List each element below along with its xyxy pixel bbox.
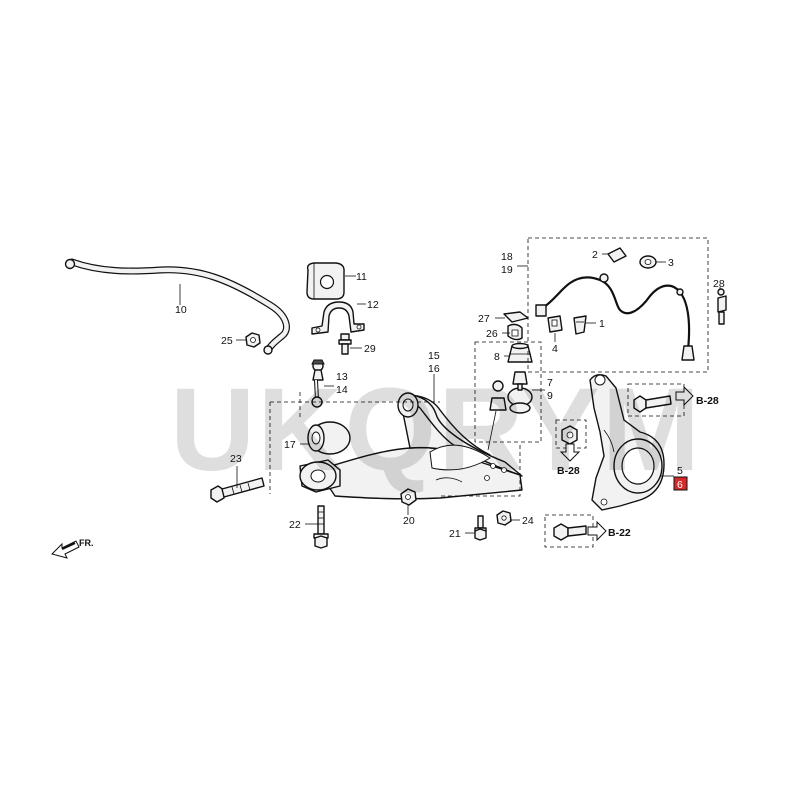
nut-25: [245, 332, 261, 348]
wheel-speed-sensor-28: [717, 288, 727, 325]
arm-bushing-large: [299, 459, 341, 493]
callout-11: 11: [356, 271, 367, 283]
nut-24: [496, 510, 512, 526]
ball-joint-detail-box: [474, 341, 542, 443]
callout-9: 9: [547, 390, 553, 402]
leader-lines: [179, 253, 721, 534]
knuckle-bolt-top: [633, 395, 672, 413]
callout-6: 6: [677, 479, 683, 491]
arm-assembly-bracket: [269, 401, 440, 494]
bolt-21: [474, 515, 487, 541]
ref-label-top: B-28: [696, 395, 719, 407]
callout-21: 21: [449, 528, 461, 540]
sensor-bracket-1: [573, 315, 587, 335]
callout-16: 16: [428, 363, 440, 375]
clip-26: [507, 323, 523, 341]
watermark: UKQRYM: [170, 364, 702, 496]
callout-3: 3: [668, 257, 674, 269]
ball-joint-boot: [507, 342, 533, 363]
lower-control-arm: [317, 392, 523, 500]
callout-26: 26: [486, 328, 498, 340]
sensor-clip-2: [607, 247, 627, 263]
callout-19: 19: [501, 264, 513, 276]
bolt-23: [210, 477, 265, 503]
callout-15: 15: [428, 350, 440, 362]
callout-7: 7: [547, 377, 553, 389]
callout-1: 1: [599, 318, 605, 330]
knuckle-nut: [561, 425, 578, 445]
callout-29: 29: [364, 343, 376, 355]
callout-2: 2: [592, 249, 598, 261]
knuckle-bolt-low: [553, 523, 587, 541]
bolt-29: [338, 333, 352, 355]
callout-13: 13: [336, 371, 348, 383]
callout-20: 20: [403, 515, 415, 527]
wheel-speed-sensor-box: [527, 237, 709, 373]
callout-27: 27: [478, 313, 490, 325]
bushing-holder: [311, 301, 365, 335]
arm-bushing-small: [307, 421, 351, 455]
front-direction-label: FR.: [79, 538, 94, 548]
bolt-22: [313, 505, 329, 549]
callout-14: 14: [336, 384, 348, 396]
front-direction-arrow: [51, 540, 80, 559]
callout-4: 4: [552, 343, 558, 355]
nut-20: [400, 488, 417, 506]
ref-arrow-mid: [559, 443, 581, 462]
clip-27: [503, 311, 529, 323]
ref-label-mid: B-28: [557, 465, 580, 477]
steering-knuckle: [589, 373, 665, 511]
wheel-speed-sensor-harness: [535, 273, 695, 361]
stabilizer-bar: [64, 258, 290, 355]
callout-23: 23: [230, 453, 242, 465]
arm-bracket-right: [440, 445, 521, 497]
ref-arrow-low: [587, 520, 607, 542]
callout-8: 8: [494, 351, 500, 363]
callout-5: 5: [677, 465, 683, 477]
callout-12: 12: [367, 299, 379, 311]
ref-arrow-top: [675, 385, 694, 407]
sensor-grommet-3: [639, 255, 657, 269]
ref-label-low: B-22: [608, 527, 631, 539]
callout-18: 18: [501, 251, 513, 263]
ball-joint-nut: [487, 380, 507, 451]
callout-22: 22: [289, 519, 301, 531]
callout-28: 28: [713, 278, 725, 290]
callout-17: 17: [284, 439, 296, 451]
sensor-clip-4: [547, 315, 563, 333]
callout-25: 25: [221, 335, 233, 347]
callout-24: 24: [522, 515, 534, 527]
ball-joint: [507, 371, 533, 414]
stabilizer-bushing: [306, 262, 345, 300]
callout-10: 10: [175, 304, 187, 316]
highlighted-callout-6: 6: [673, 476, 688, 491]
